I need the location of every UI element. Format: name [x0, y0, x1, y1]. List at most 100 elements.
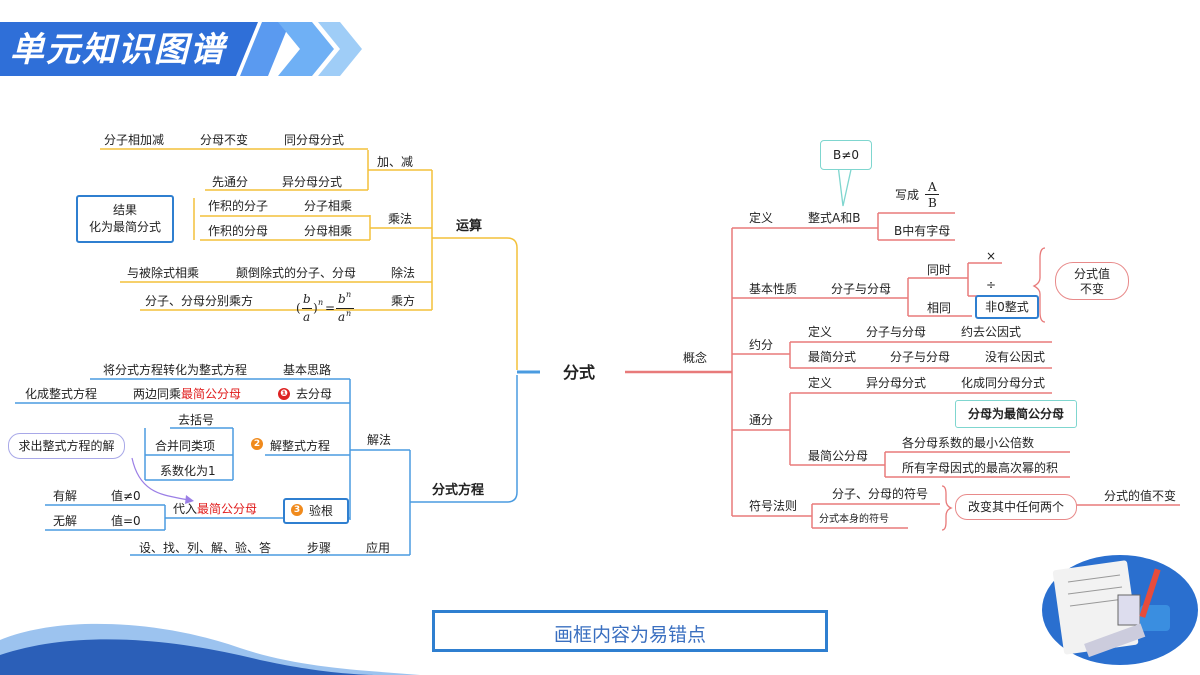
div-item-2: 颠倒除式的分子、分母	[236, 266, 357, 280]
common-r1-1: 定义	[808, 376, 833, 390]
ops-label: 运算	[456, 219, 483, 234]
step1-mid: 两边同乘最简公分母	[133, 387, 241, 401]
reduce-r2-3: 没有公因式	[985, 350, 1046, 364]
mul-r1-1: 作积的分子	[208, 199, 269, 213]
ops-add-label: 加、减	[377, 155, 414, 169]
add-same-2: 分母不变	[200, 133, 249, 147]
title-arrow-3	[318, 22, 362, 76]
def-frac-top: A	[928, 180, 937, 194]
center-topic: 分式	[563, 363, 596, 382]
formula-close: )	[313, 301, 318, 315]
solve-bubble-text: 求出整式方程的解	[18, 439, 115, 453]
common-r1-3: 化成同分母分式	[961, 376, 1046, 390]
step2-item-2: 合并同类项	[155, 439, 216, 453]
note-box: 画框内容为易错点	[432, 610, 828, 652]
prop-op-div: ÷	[986, 278, 997, 292]
add-same-3: 同分母分式	[284, 133, 345, 147]
step3-num: 3	[291, 504, 303, 516]
step2-item-1: 去括号	[178, 413, 215, 427]
no-solution-cond: 值=0	[111, 514, 141, 528]
prop-result-2: 不变	[1079, 282, 1104, 296]
title-arrow-1	[240, 22, 290, 76]
has-solution: 有解	[53, 489, 78, 503]
def-callout: B≠0	[820, 140, 872, 170]
sign-label: 符号法则	[749, 499, 798, 513]
mul-r2-2: 分母相乘	[304, 224, 353, 238]
def-label: 定义	[749, 211, 774, 225]
eq-app-text: 设、找、列、解、验、答	[139, 541, 272, 555]
eq-app-label: 应用	[366, 541, 391, 555]
step3-red: 最简公分母	[197, 502, 258, 516]
prop-same: 相同	[927, 301, 952, 315]
sign-change: 改变其中任何两个	[955, 494, 1077, 520]
common-box-text: 分母为最简公分母	[967, 407, 1064, 421]
prop-same-time: 同时	[927, 263, 952, 277]
div-item-1: 与被除式相乘	[127, 266, 200, 280]
result-box-line1: 结果	[112, 203, 137, 217]
formula-a: a	[303, 310, 311, 324]
step3-label: 验根	[309, 504, 334, 518]
reduce-r2-2: 分子与分母	[890, 350, 951, 364]
common-lcd: 最简公分母	[808, 449, 869, 463]
def-callout-text: B≠0	[833, 148, 859, 162]
nonzero-text: 非0整式	[985, 300, 1029, 314]
step1-mid-prefix: 两边同乘	[133, 387, 182, 401]
solve-bubble: 求出整式方程的解	[8, 433, 125, 459]
no-solution: 无解	[53, 514, 78, 528]
prop-result: 分式值 不变	[1055, 262, 1129, 300]
step1-left: 化成整式方程	[25, 387, 98, 401]
common-lcd-1: 各分母系数的最小公倍数	[902, 436, 1035, 450]
ops-pow-label: 乘方	[391, 294, 416, 308]
sign-result: 分式的值不变	[1104, 489, 1177, 503]
formula-b2: b	[338, 292, 346, 306]
step1-num: ❶	[278, 388, 290, 400]
eq-app-step: 步骤	[307, 541, 332, 555]
add-same-1: 分子相加减	[104, 133, 165, 147]
eq-idea-label: 基本思路	[283, 363, 332, 377]
wave-dark	[0, 639, 380, 675]
result-box-line2: 化为最简分式	[88, 220, 161, 234]
prop-op-mul: ×	[986, 249, 997, 263]
title-banner	[0, 22, 258, 76]
title-arrow-2	[278, 22, 334, 76]
eq-method: 解法	[367, 433, 392, 447]
add-diff-1: 先通分	[212, 175, 249, 189]
ops-mul-label: 乘法	[388, 212, 413, 226]
def-item: 整式A和B	[808, 211, 861, 225]
nonzero-box: 非0整式	[975, 295, 1039, 319]
result-box: 结果 化为最简分式	[76, 195, 174, 243]
math-illustration	[1042, 555, 1198, 665]
concept-label: 概念	[683, 351, 708, 365]
bubble-arrow	[131, 457, 189, 501]
ops-div-label: 除法	[391, 266, 416, 280]
step2-label: 解整式方程	[270, 439, 331, 453]
prop-label: 基本性质	[749, 282, 798, 296]
step3-sub: 代入最简公分母	[173, 502, 257, 516]
prop-result-1: 分式值	[1073, 267, 1110, 281]
def-frac-bottom: B	[928, 196, 937, 210]
def-write: 写成	[895, 188, 920, 202]
page-title: 单元知识图谱	[10, 30, 226, 70]
step3-prefix: 代入	[173, 502, 198, 516]
formula-n3: n	[346, 309, 352, 318]
step2-num: 2	[251, 438, 263, 450]
reduce-r1-2: 分子与分母	[866, 325, 927, 339]
formula-n1: n	[318, 298, 324, 307]
mul-r2-1: 作积的分母	[208, 224, 269, 238]
check-root-box: 3 验根	[283, 498, 349, 524]
formula-a2: a	[338, 310, 346, 324]
formula-eq: =	[325, 301, 336, 315]
add-diff-2: 异分母分式	[282, 175, 343, 189]
eq-label: 分式方程	[432, 483, 485, 498]
step2-item-3: 系数化为1	[160, 464, 216, 478]
common-box: 分母为最简公分母	[955, 400, 1077, 428]
mul-r1-2: 分子相乘	[304, 199, 353, 213]
step1-mid-red: 最简公分母	[181, 387, 242, 401]
common-label: 通分	[749, 413, 774, 427]
formula-n2: n	[346, 290, 352, 299]
reduce-label: 约分	[749, 338, 774, 352]
note-text: 画框内容为易错点	[553, 624, 706, 646]
prop-item: 分子与分母	[831, 282, 892, 296]
common-r1-2: 异分母分式	[866, 376, 927, 390]
